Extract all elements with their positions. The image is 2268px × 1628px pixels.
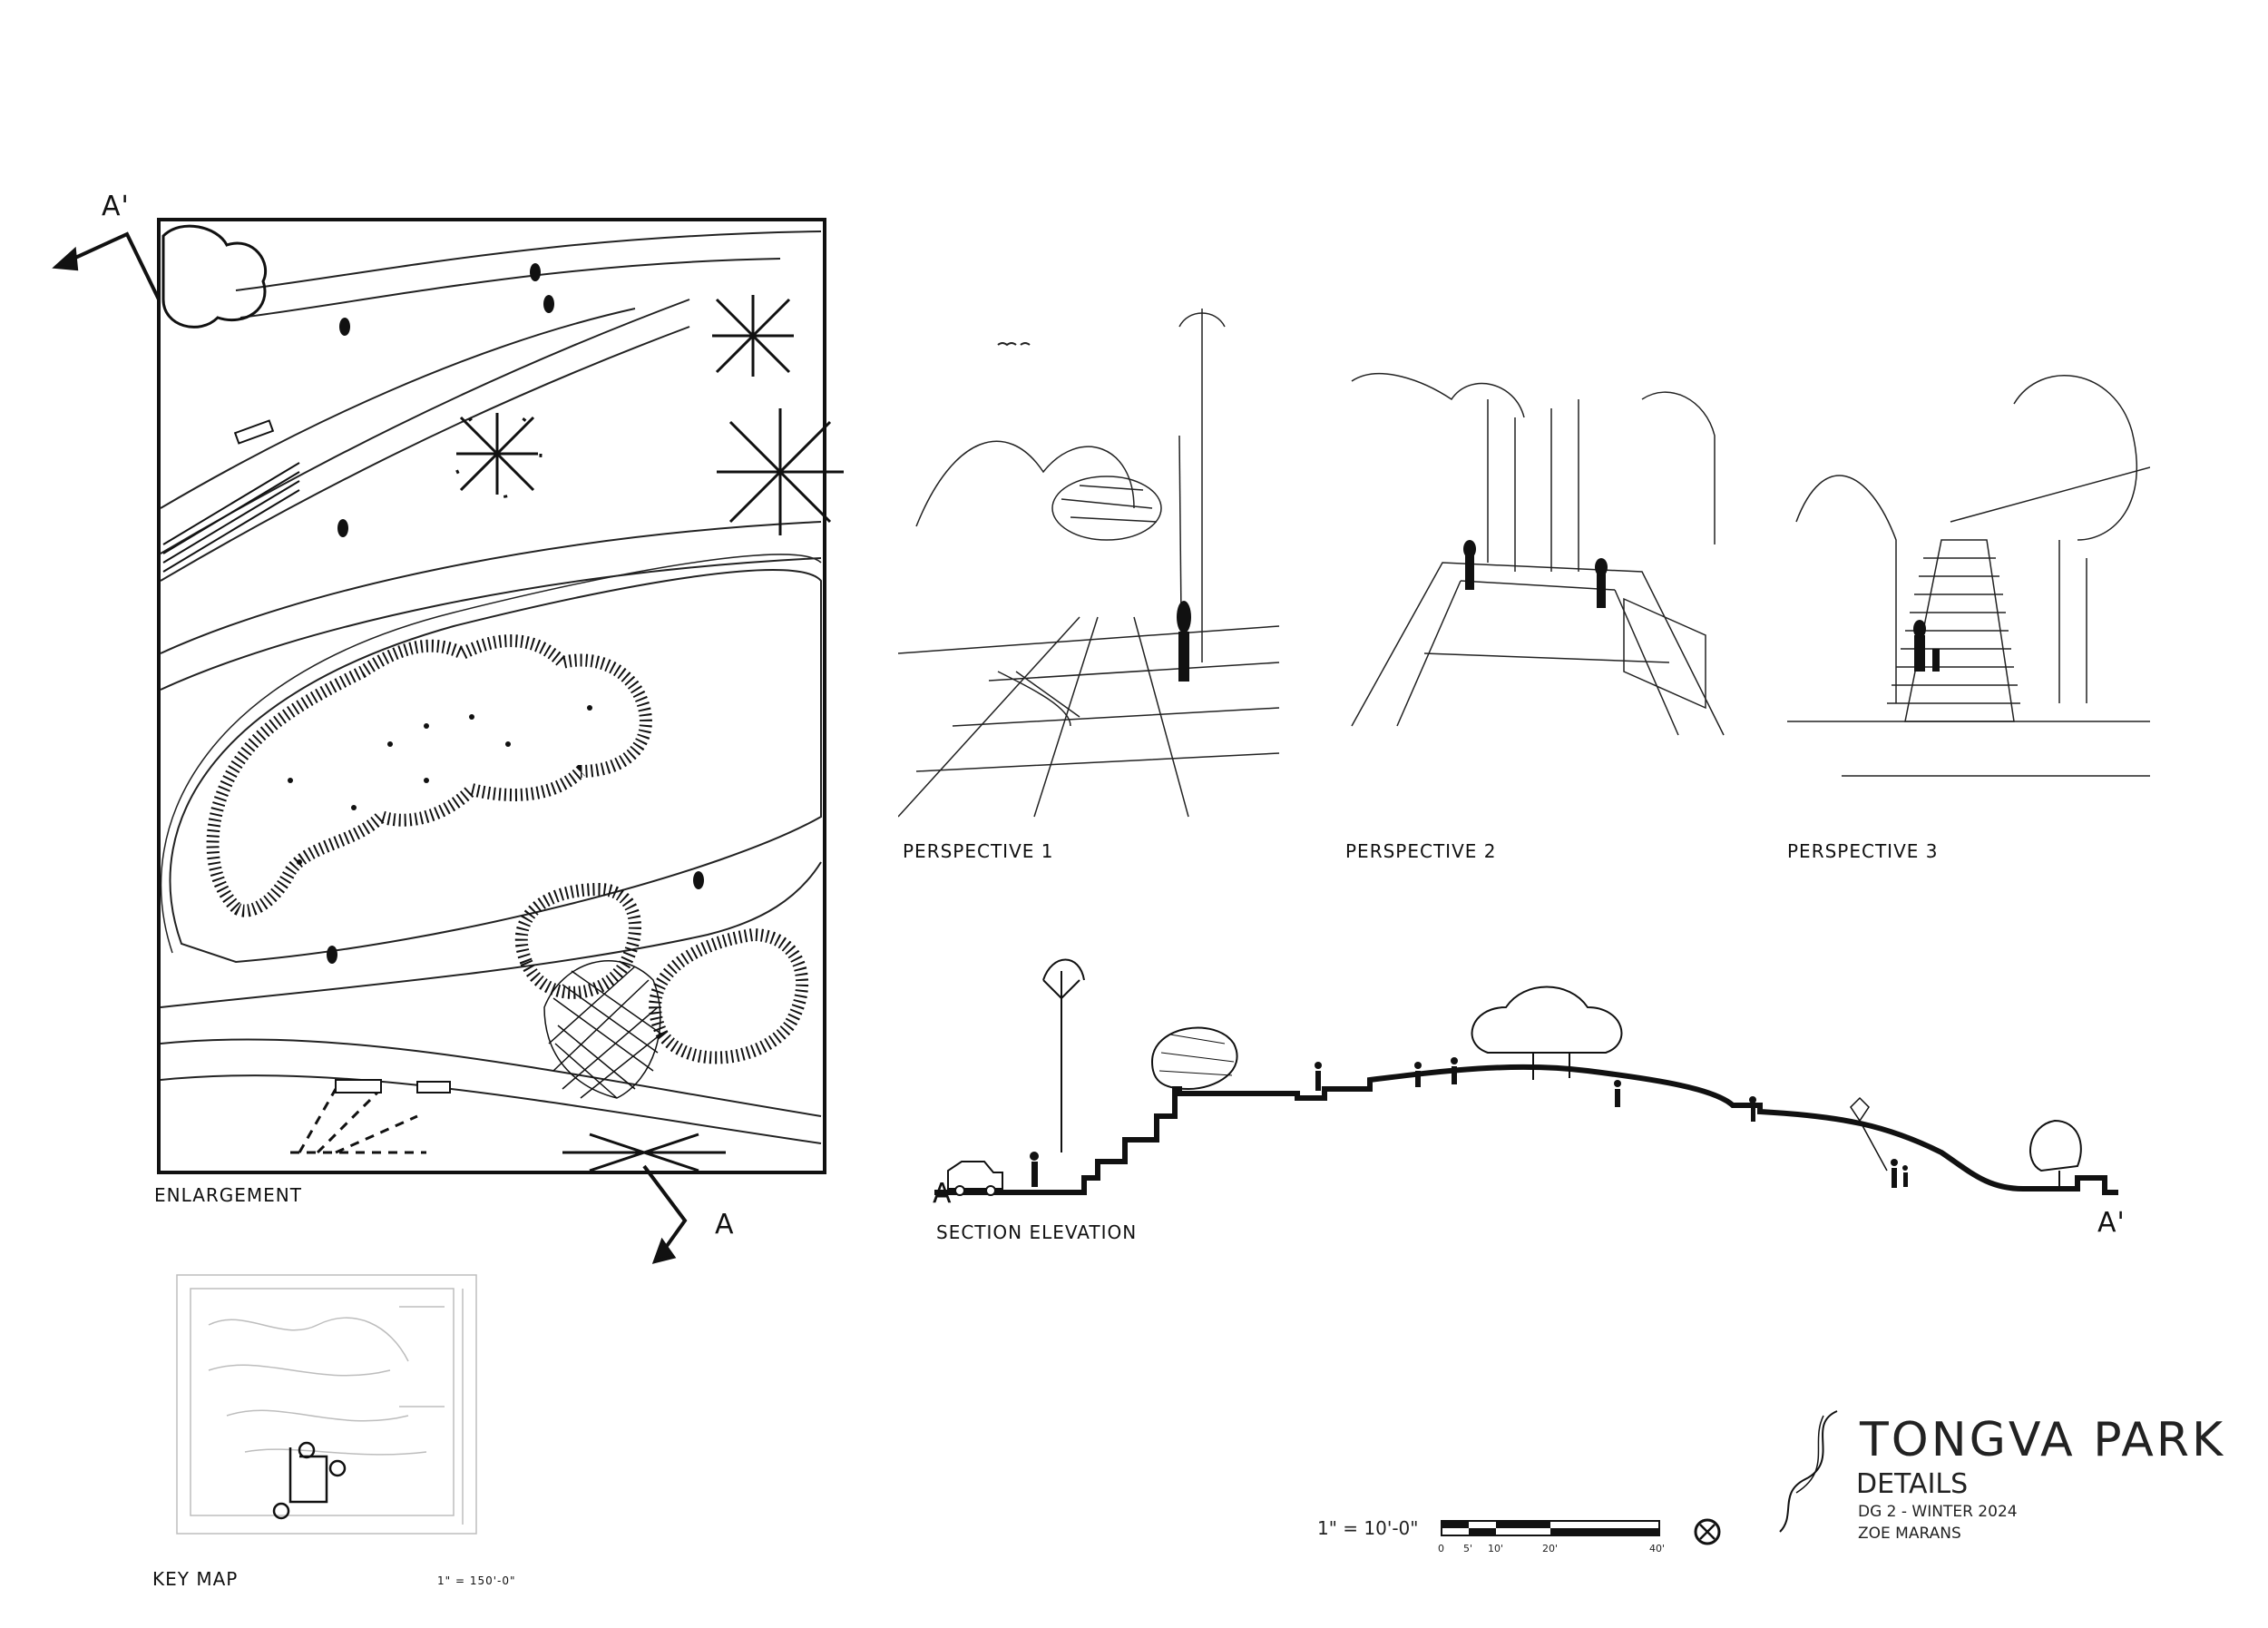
key-map: [172, 1270, 517, 1543]
scale-tick-0: 0: [1438, 1543, 1444, 1554]
key-map-label: KEY MAP: [152, 1568, 239, 1590]
perspective-2-image: [1343, 363, 1733, 780]
key-map-scale: 1" = 150'-0": [437, 1574, 516, 1587]
scale-tick-10: 10': [1488, 1543, 1504, 1554]
graphic-scale-bar: [1438, 1519, 1665, 1564]
enlargement-label: ENLARGEMENT: [154, 1184, 302, 1206]
author-name: ZOE MARANS: [1858, 1525, 1961, 1543]
scale-ratio: 1" = 10'-0": [1317, 1517, 1419, 1539]
course-info: DG 2 - WINTER 2024: [1858, 1503, 2018, 1521]
scale-tick-40: 40': [1649, 1543, 1666, 1554]
north-arrow-icon: [1693, 1517, 1722, 1546]
perspective-2-label: PERSPECTIVE 2: [1345, 840, 1497, 862]
section-elevation-label: SECTION ELEVATION: [936, 1221, 1138, 1243]
perspective-3-image: [1787, 358, 2150, 789]
perspective-3-label: PERSPECTIVE 3: [1787, 840, 1939, 862]
section-a-left-label: A: [933, 1178, 953, 1210]
sheet-title: DETAILS: [1856, 1468, 1969, 1500]
project-title: TONGVA PARK: [1860, 1413, 2226, 1467]
plan-a-top-label: A': [102, 191, 130, 222]
section-a-right-label: A': [2097, 1207, 2126, 1239]
perspective-1-image: [898, 290, 1288, 826]
title-block-swoosh: [1769, 1407, 1851, 1534]
plan-a-bottom-label: A: [715, 1209, 735, 1241]
perspective-1-label: PERSPECTIVE 1: [903, 840, 1054, 862]
section-elevation-drawing: [934, 944, 2123, 1216]
scale-tick-20: 20': [1542, 1543, 1559, 1554]
enlargement-plan: [0, 0, 853, 1270]
scale-tick-5: 5': [1463, 1543, 1473, 1554]
